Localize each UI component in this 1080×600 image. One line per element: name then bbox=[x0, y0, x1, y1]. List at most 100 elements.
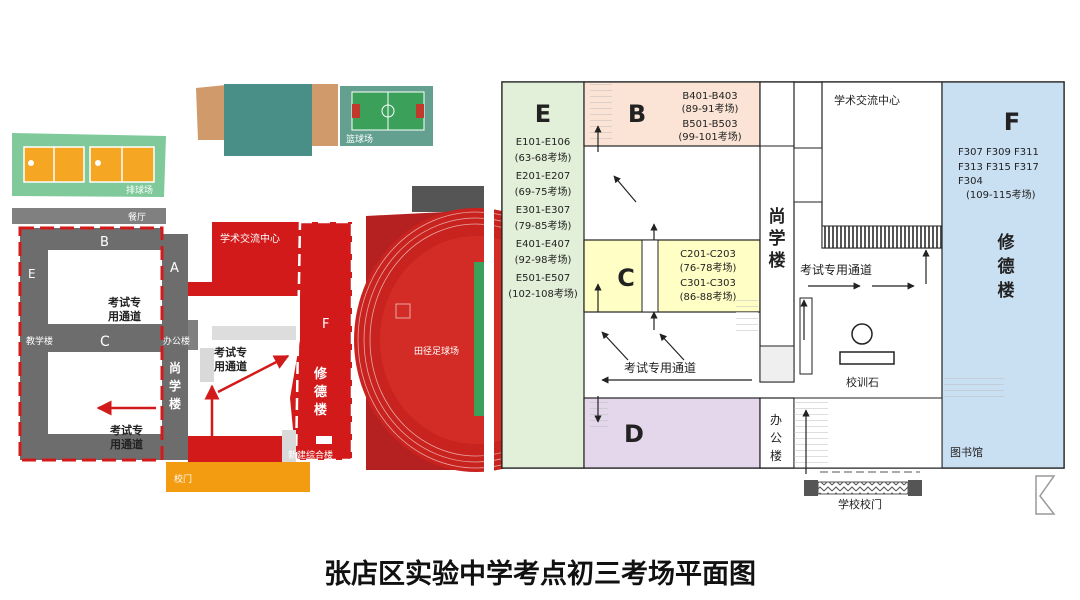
right-e-line: E301-E307 bbox=[516, 205, 570, 216]
right-office-building bbox=[759, 397, 795, 469]
top-building-right bbox=[312, 84, 338, 146]
right-d-stairs bbox=[590, 400, 608, 430]
right-e-line: E401-E407 bbox=[516, 239, 570, 250]
gate-pillar-right bbox=[908, 480, 922, 496]
right-f-building bbox=[941, 81, 1065, 469]
left-shang-2: 学 bbox=[169, 378, 181, 393]
right-f-letter: F bbox=[1004, 108, 1020, 136]
right-d-letter: D bbox=[624, 420, 644, 448]
right-e-line: E501-E507 bbox=[516, 273, 570, 284]
right-exchange-hatch bbox=[821, 225, 943, 249]
left-new-building-label: 新建综合楼 bbox=[288, 449, 333, 461]
campus-map: 排球场 篮球场 餐厅 B A E C bbox=[12, 81, 1065, 515]
left-office-label: 办公楼 bbox=[163, 335, 190, 347]
basketball-court: 篮球场 bbox=[340, 86, 433, 146]
left-xiu-3: 楼 bbox=[314, 402, 327, 418]
left-exchange-label: 学术交流中心 bbox=[220, 232, 280, 245]
right-office-1: 办 bbox=[770, 412, 782, 427]
right-e-letter: E bbox=[535, 100, 551, 128]
left-block-c: C bbox=[100, 334, 110, 350]
volleyball-label: 排球场 bbox=[126, 184, 153, 196]
right-b-line: B401-B403 bbox=[682, 91, 737, 102]
right-b-stairs bbox=[590, 84, 612, 144]
page-title: 张店区实验中学考点初三考场平面图 bbox=[324, 559, 756, 590]
xiude-building-left bbox=[290, 220, 354, 462]
right-f-line: F307 F309 F311 bbox=[958, 147, 1039, 158]
motto-stone-circle-icon bbox=[851, 323, 873, 345]
route-arrow bbox=[613, 175, 637, 203]
right-f-line: F313 F315 F317 bbox=[958, 162, 1039, 173]
right-c-line: C201-C203 bbox=[680, 249, 736, 260]
right-courtyard-bar bbox=[799, 297, 813, 375]
top-building-middle bbox=[224, 84, 312, 156]
right-e-rooms: E101-E106 (63-68考场) E201-E207 (69-75考场) … bbox=[508, 137, 578, 300]
walkway-gray bbox=[212, 326, 296, 340]
left-xiu-1: 修 bbox=[313, 366, 328, 382]
right-exchange-center bbox=[821, 81, 943, 249]
gate-pillar-left bbox=[804, 480, 818, 496]
right-office-2: 公 bbox=[770, 431, 782, 445]
left-lane2-line2: 用通道 bbox=[214, 359, 247, 373]
route-arrow bbox=[601, 331, 629, 361]
right-c-line: (86-88考场) bbox=[680, 290, 737, 303]
left-xiu-2: 德 bbox=[314, 384, 327, 400]
right-exchange-link bbox=[793, 147, 823, 203]
right-e-line: (102-108考场) bbox=[508, 287, 578, 300]
right-e-line: (69-75考场) bbox=[515, 185, 572, 198]
right-f-line: (109-115考场) bbox=[966, 188, 1036, 201]
right-b-line: (89-91考场) bbox=[682, 102, 739, 115]
canteen-label: 餐厅 bbox=[128, 211, 146, 223]
teaching-complex bbox=[18, 226, 198, 462]
left-block-a: A bbox=[170, 261, 179, 276]
left-field-label: 田径足球场 bbox=[414, 345, 459, 357]
motto-stone-block bbox=[839, 351, 895, 365]
right-xiu-1: 修 bbox=[997, 232, 1016, 253]
exchange-center-block bbox=[212, 222, 300, 296]
right-gate-stairs bbox=[794, 398, 828, 468]
route-arrow bbox=[659, 333, 685, 361]
connector-a bbox=[188, 282, 212, 296]
right-e-line: E201-E207 bbox=[516, 171, 570, 182]
right-shang-3: 楼 bbox=[769, 250, 786, 271]
right-floor-plan: E E101-E106 (63-68考场) E201-E207 (69-75考场… bbox=[501, 81, 1065, 515]
right-exchange-label: 学术交流中心 bbox=[834, 93, 900, 107]
right-c-line: (76-78考场) bbox=[680, 261, 737, 274]
left-teaching-label: 教学楼 bbox=[26, 335, 53, 347]
right-f-stairs bbox=[944, 374, 1004, 398]
right-shang-2: 学 bbox=[769, 228, 786, 249]
left-lane1-line2: 用通道 bbox=[108, 309, 141, 323]
right-e-line: (79-85考场) bbox=[515, 219, 572, 232]
basketball-label: 篮球场 bbox=[346, 133, 373, 145]
right-d-building bbox=[583, 397, 761, 469]
left-lane3-line2: 用通道 bbox=[110, 437, 143, 451]
right-e-line: E101-E106 bbox=[516, 137, 570, 148]
left-arrow-northeast bbox=[217, 354, 290, 394]
right-b-line: B501-B503 bbox=[682, 119, 737, 130]
right-xiu-3: 楼 bbox=[998, 280, 1015, 301]
right-e-line: (92-98考场) bbox=[515, 253, 572, 266]
route-arrows bbox=[594, 125, 930, 474]
right-office-3: 楼 bbox=[770, 448, 782, 463]
left-lane2-line1: 考试专 bbox=[214, 345, 247, 359]
right-b-line: (99-101考场) bbox=[678, 130, 741, 143]
right-xiu-2: 德 bbox=[998, 256, 1015, 277]
left-f-marker bbox=[316, 436, 332, 444]
left-lane1-line1: 考试专 bbox=[108, 295, 141, 309]
left-shang-1: 尚 bbox=[169, 360, 181, 375]
right-e-line: (63-68考场) bbox=[515, 151, 572, 164]
right-lane-label-east: 考试专用通道 bbox=[800, 262, 872, 277]
right-c-stairs bbox=[736, 298, 758, 334]
right-library-label: 图书馆 bbox=[950, 445, 983, 459]
left-gate-label: 校门 bbox=[174, 473, 192, 485]
right-b-letter: B bbox=[628, 100, 646, 128]
new-building-block bbox=[282, 430, 296, 466]
top-building-left bbox=[196, 85, 226, 140]
gate-block bbox=[166, 462, 310, 492]
right-c-letter: C bbox=[617, 264, 635, 292]
canteen-block bbox=[12, 208, 166, 224]
gate-barrier bbox=[817, 481, 909, 495]
left-shang-3: 楼 bbox=[169, 396, 181, 411]
right-gate-label: 学校校门 bbox=[838, 497, 882, 511]
left-block-e: E bbox=[28, 267, 36, 281]
